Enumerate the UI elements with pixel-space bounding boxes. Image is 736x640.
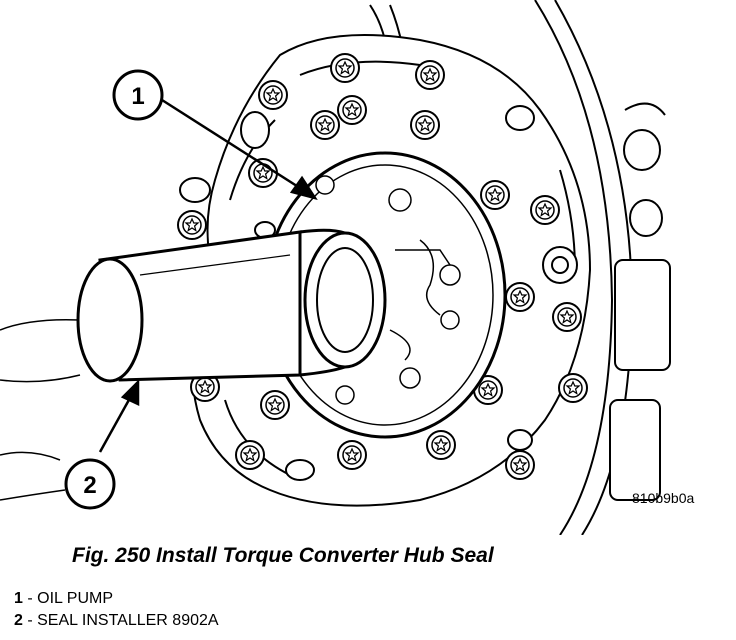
callout-2: 2: [64, 458, 116, 510]
seal-installer-tool: [76, 228, 387, 383]
legend-item: 1 - OIL PUMP: [14, 590, 113, 608]
callout-2-number: 2: [83, 472, 96, 499]
housing-cutouts: [609, 102, 671, 501]
legend-item: 2 - SEAL INSTALLER 8902A: [14, 612, 219, 630]
legend-text: - OIL PUMP: [22, 590, 113, 607]
legend-number: 1: [14, 590, 23, 607]
callout-leaders: [98, 98, 318, 453]
hand-outline: [0, 318, 81, 501]
callout-1: 1: [112, 69, 164, 121]
callout-1-number: 1: [131, 83, 144, 110]
figure-caption: Fig. 250 Install Torque Converter Hub Se…: [72, 544, 494, 567]
technical-illustration: 1 2: [0, 0, 671, 535]
legend-number: 2: [14, 612, 23, 629]
drawing-code: 810b9b0a: [632, 490, 695, 506]
legend-text: - SEAL INSTALLER 8902A: [22, 612, 219, 629]
